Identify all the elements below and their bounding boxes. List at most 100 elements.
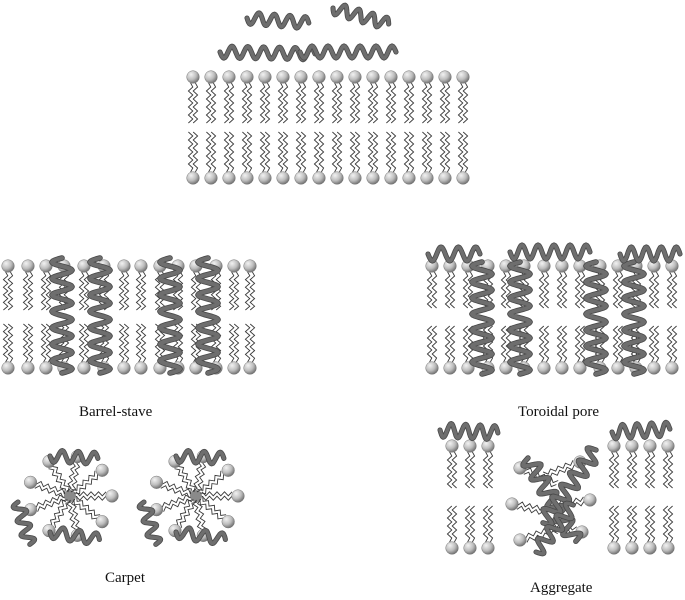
lipid-tail bbox=[662, 451, 669, 489]
lipid-head-icon bbox=[583, 493, 597, 507]
lipid-head-icon bbox=[456, 171, 470, 185]
lipid-head-icon bbox=[607, 439, 621, 453]
lipid-tail bbox=[408, 131, 415, 173]
intact-bilayer-panel bbox=[186, 2, 470, 185]
lipid-head-icon bbox=[222, 171, 236, 185]
lipid-tail bbox=[613, 451, 620, 489]
peptide-helix-icon bbox=[618, 245, 682, 263]
lipid-head-icon bbox=[661, 541, 675, 555]
lipid-tail bbox=[48, 468, 67, 495]
lipid-tail bbox=[140, 271, 147, 311]
lipid-tail bbox=[45, 271, 52, 311]
lipid-tail bbox=[70, 498, 81, 530]
lipid-tail bbox=[163, 498, 193, 512]
lipid-head-icon bbox=[39, 259, 53, 273]
lipid-tail bbox=[40, 323, 47, 363]
lipid-tail bbox=[196, 498, 207, 530]
lipid-head-icon bbox=[21, 361, 35, 375]
lipid-tail bbox=[295, 131, 302, 173]
lipid-head-icon bbox=[227, 361, 241, 375]
lipid-tail bbox=[74, 474, 99, 495]
lipid-tail bbox=[66, 499, 77, 530]
lipid-tail bbox=[241, 82, 248, 124]
lipid-head-icon bbox=[420, 70, 434, 84]
lipid-tail bbox=[451, 451, 458, 489]
lipid-head-icon bbox=[243, 259, 257, 273]
lipid-head-icon bbox=[221, 463, 235, 477]
lipid-tail bbox=[70, 462, 81, 493]
lipid-tail bbox=[431, 271, 438, 309]
lipid-tail bbox=[118, 271, 125, 311]
lipid-head-icon bbox=[312, 70, 326, 84]
lipid-tail bbox=[76, 495, 101, 517]
lipid-tail bbox=[174, 468, 193, 495]
lipid-tail bbox=[190, 323, 197, 363]
lipid-tail bbox=[73, 499, 98, 520]
lipid-head-icon bbox=[445, 541, 459, 555]
lipid-tail bbox=[264, 131, 271, 173]
lipid-tail bbox=[462, 271, 469, 309]
lipid-tail bbox=[264, 82, 271, 124]
lipid-tail bbox=[249, 323, 256, 363]
lipid-tail bbox=[228, 323, 235, 363]
lipid-tail bbox=[449, 325, 456, 363]
lipid-tail bbox=[199, 499, 224, 520]
lipid-tail bbox=[205, 82, 212, 124]
lipid-head-icon bbox=[384, 70, 398, 84]
lipid-tail bbox=[259, 82, 266, 124]
lipid-head-icon bbox=[231, 489, 245, 503]
lipid-tail bbox=[246, 131, 253, 173]
lipid-tail bbox=[123, 323, 130, 363]
lipid-tail bbox=[123, 271, 130, 311]
lipid-tail bbox=[439, 82, 446, 124]
lipid-tail bbox=[538, 271, 545, 309]
lipid-head-icon bbox=[425, 361, 439, 375]
lipid-head-icon bbox=[204, 70, 218, 84]
lipid-tail bbox=[543, 325, 550, 363]
lipid-tail bbox=[446, 505, 453, 543]
lipid-tail bbox=[27, 323, 34, 363]
lipid-tail bbox=[78, 323, 85, 363]
aggregate-panel bbox=[437, 419, 675, 557]
peptide-helix-icon bbox=[584, 260, 608, 376]
peptide-helix-icon bbox=[50, 256, 74, 375]
lipid-tail bbox=[372, 131, 379, 173]
lipid-tail bbox=[52, 465, 70, 493]
lipid-tail bbox=[617, 325, 624, 363]
lipid-head-icon bbox=[77, 259, 91, 273]
lipid-tail bbox=[53, 501, 72, 528]
lipid-head-icon bbox=[481, 541, 495, 555]
lipid-head-icon bbox=[21, 259, 35, 273]
lipid-tail bbox=[187, 82, 194, 124]
lipid-tail bbox=[154, 271, 161, 311]
lipid-tail bbox=[7, 323, 14, 363]
lipid-head-icon bbox=[1, 361, 15, 375]
lipid-head-icon bbox=[463, 541, 477, 555]
lipid-tail bbox=[135, 323, 142, 363]
lipid-tail bbox=[538, 325, 545, 363]
lipid-tail bbox=[372, 82, 379, 124]
lipid-tail bbox=[192, 131, 199, 173]
peptide-helix-icon bbox=[245, 11, 311, 30]
lipid-tail bbox=[367, 131, 374, 173]
lipid-head-icon bbox=[420, 171, 434, 185]
lipid-tail bbox=[408, 82, 415, 124]
lipid-head-icon bbox=[221, 515, 235, 529]
lipid-tail bbox=[464, 505, 471, 543]
lipid-tail bbox=[579, 271, 586, 309]
lipid-tail bbox=[277, 131, 284, 173]
lipid-tail bbox=[259, 131, 266, 173]
lipid-tail bbox=[140, 323, 147, 363]
lipid-head-icon bbox=[240, 70, 254, 84]
micelle-core bbox=[190, 490, 202, 502]
lipid-tail bbox=[244, 323, 251, 363]
lipid-tail bbox=[556, 325, 563, 363]
lipid-tail bbox=[403, 82, 410, 124]
lipid-tail bbox=[649, 451, 656, 489]
lipid-tail bbox=[192, 461, 202, 492]
lipid-tail bbox=[649, 505, 656, 543]
lipid-head-icon bbox=[294, 171, 308, 185]
lipid-tail bbox=[223, 82, 230, 124]
lipid-tail bbox=[354, 82, 361, 124]
lipid-tail bbox=[648, 271, 655, 309]
